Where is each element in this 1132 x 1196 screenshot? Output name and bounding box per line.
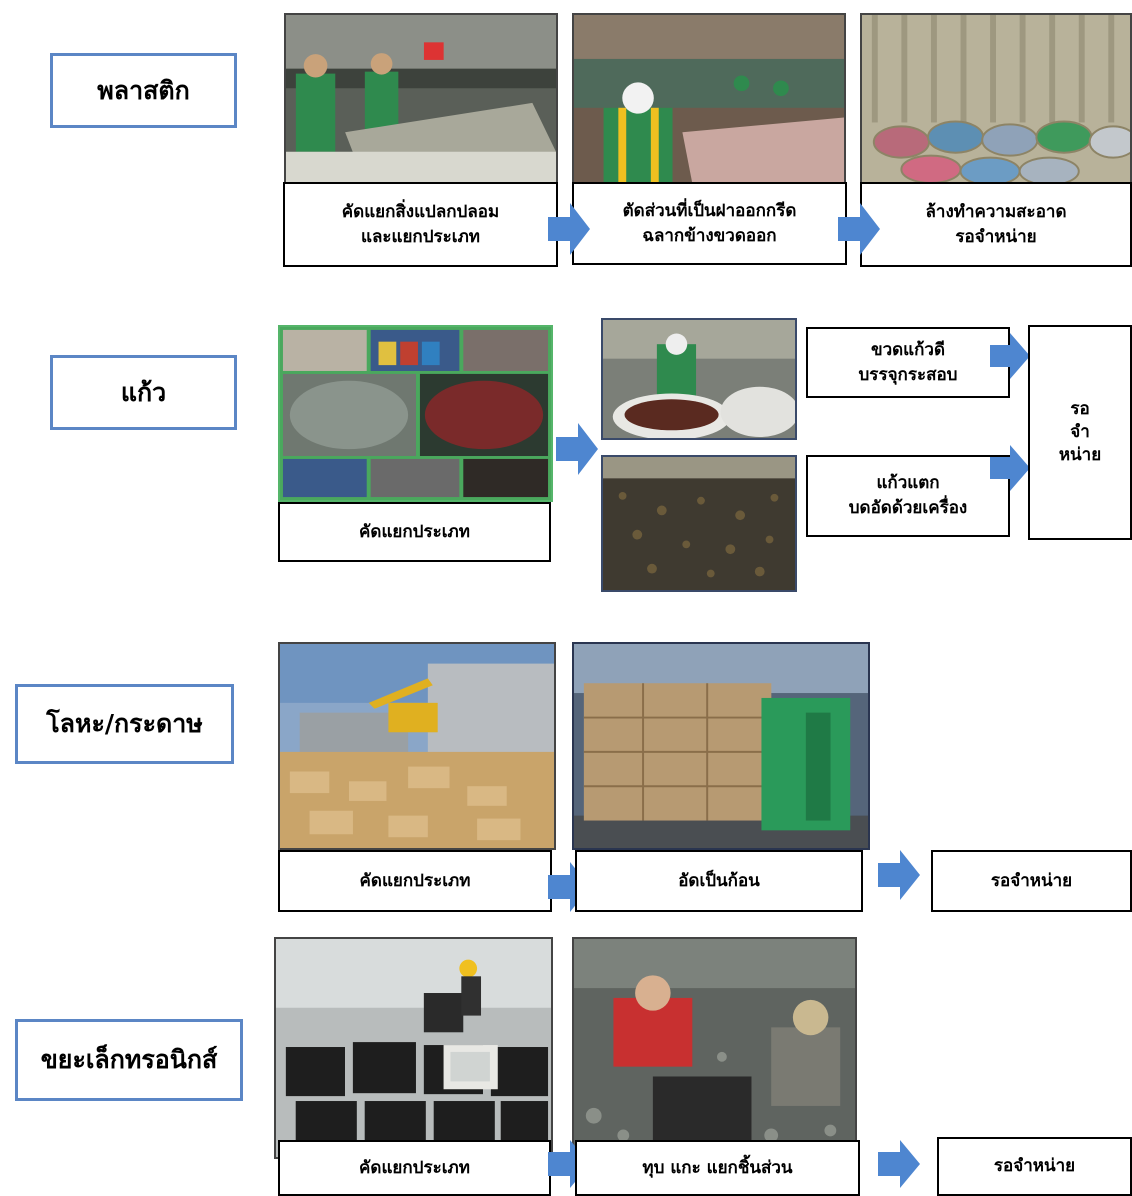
glass-step-good-bottles: ขวดแก้วดี บรรจุกระสอบ bbox=[806, 327, 1010, 398]
category-plastic: พลาสติก bbox=[50, 53, 237, 128]
glass-step-broken: แก้วแตก บดอัดด้วยเครื่อง bbox=[806, 455, 1010, 537]
metal-step-compress: อัดเป็นก้อน bbox=[575, 850, 863, 912]
category-glass: แก้ว bbox=[50, 355, 237, 430]
worker-dismantling-photo bbox=[572, 937, 857, 1159]
baled-cardboard-photo bbox=[572, 642, 870, 850]
sorting-line-photo bbox=[284, 13, 558, 185]
plastic-step-1: คัดแยกสิ่งแปลกปลอม และแยกประเภท bbox=[283, 182, 558, 267]
glass-bags-photo bbox=[601, 318, 797, 440]
washed-plastic-buckets-photo bbox=[860, 13, 1132, 185]
ewaste-step-wait-sale: รอจำหน่าย bbox=[937, 1137, 1132, 1196]
plastic-step-2: ตัดส่วนที่เป็นฝาออกกรีด ฉลากข้างขวดออก bbox=[572, 182, 847, 265]
bottle-cutting-photo bbox=[572, 13, 846, 185]
metal-step-wait-sale: รอจำหน่าย bbox=[931, 850, 1132, 912]
metal-step-sort: คัดแยกประเภท bbox=[278, 850, 552, 912]
glass-collection-photo bbox=[278, 325, 553, 502]
crt-monitors-photo bbox=[274, 937, 553, 1159]
crushed-glass-photo bbox=[601, 455, 797, 592]
plastic-step-3: ล้างทำความสะอาด รอจำหน่าย bbox=[860, 182, 1132, 267]
glass-step-sort: คัดแยกประเภท bbox=[278, 502, 551, 562]
category-metal-paper: โลหะ/กระดาษ bbox=[15, 684, 234, 764]
ewaste-step-dismantle: ทุบ แกะ แยกชิ้นส่วน bbox=[575, 1140, 860, 1196]
glass-step-wait-sale: รอ จำ หน่าย bbox=[1028, 325, 1132, 540]
ewaste-step-sort: คัดแยกประเภท bbox=[278, 1140, 551, 1196]
category-e-waste: ขยะเล็กทรอนิกส์ bbox=[15, 1019, 243, 1101]
excavator-paper-yard-photo bbox=[278, 642, 556, 850]
